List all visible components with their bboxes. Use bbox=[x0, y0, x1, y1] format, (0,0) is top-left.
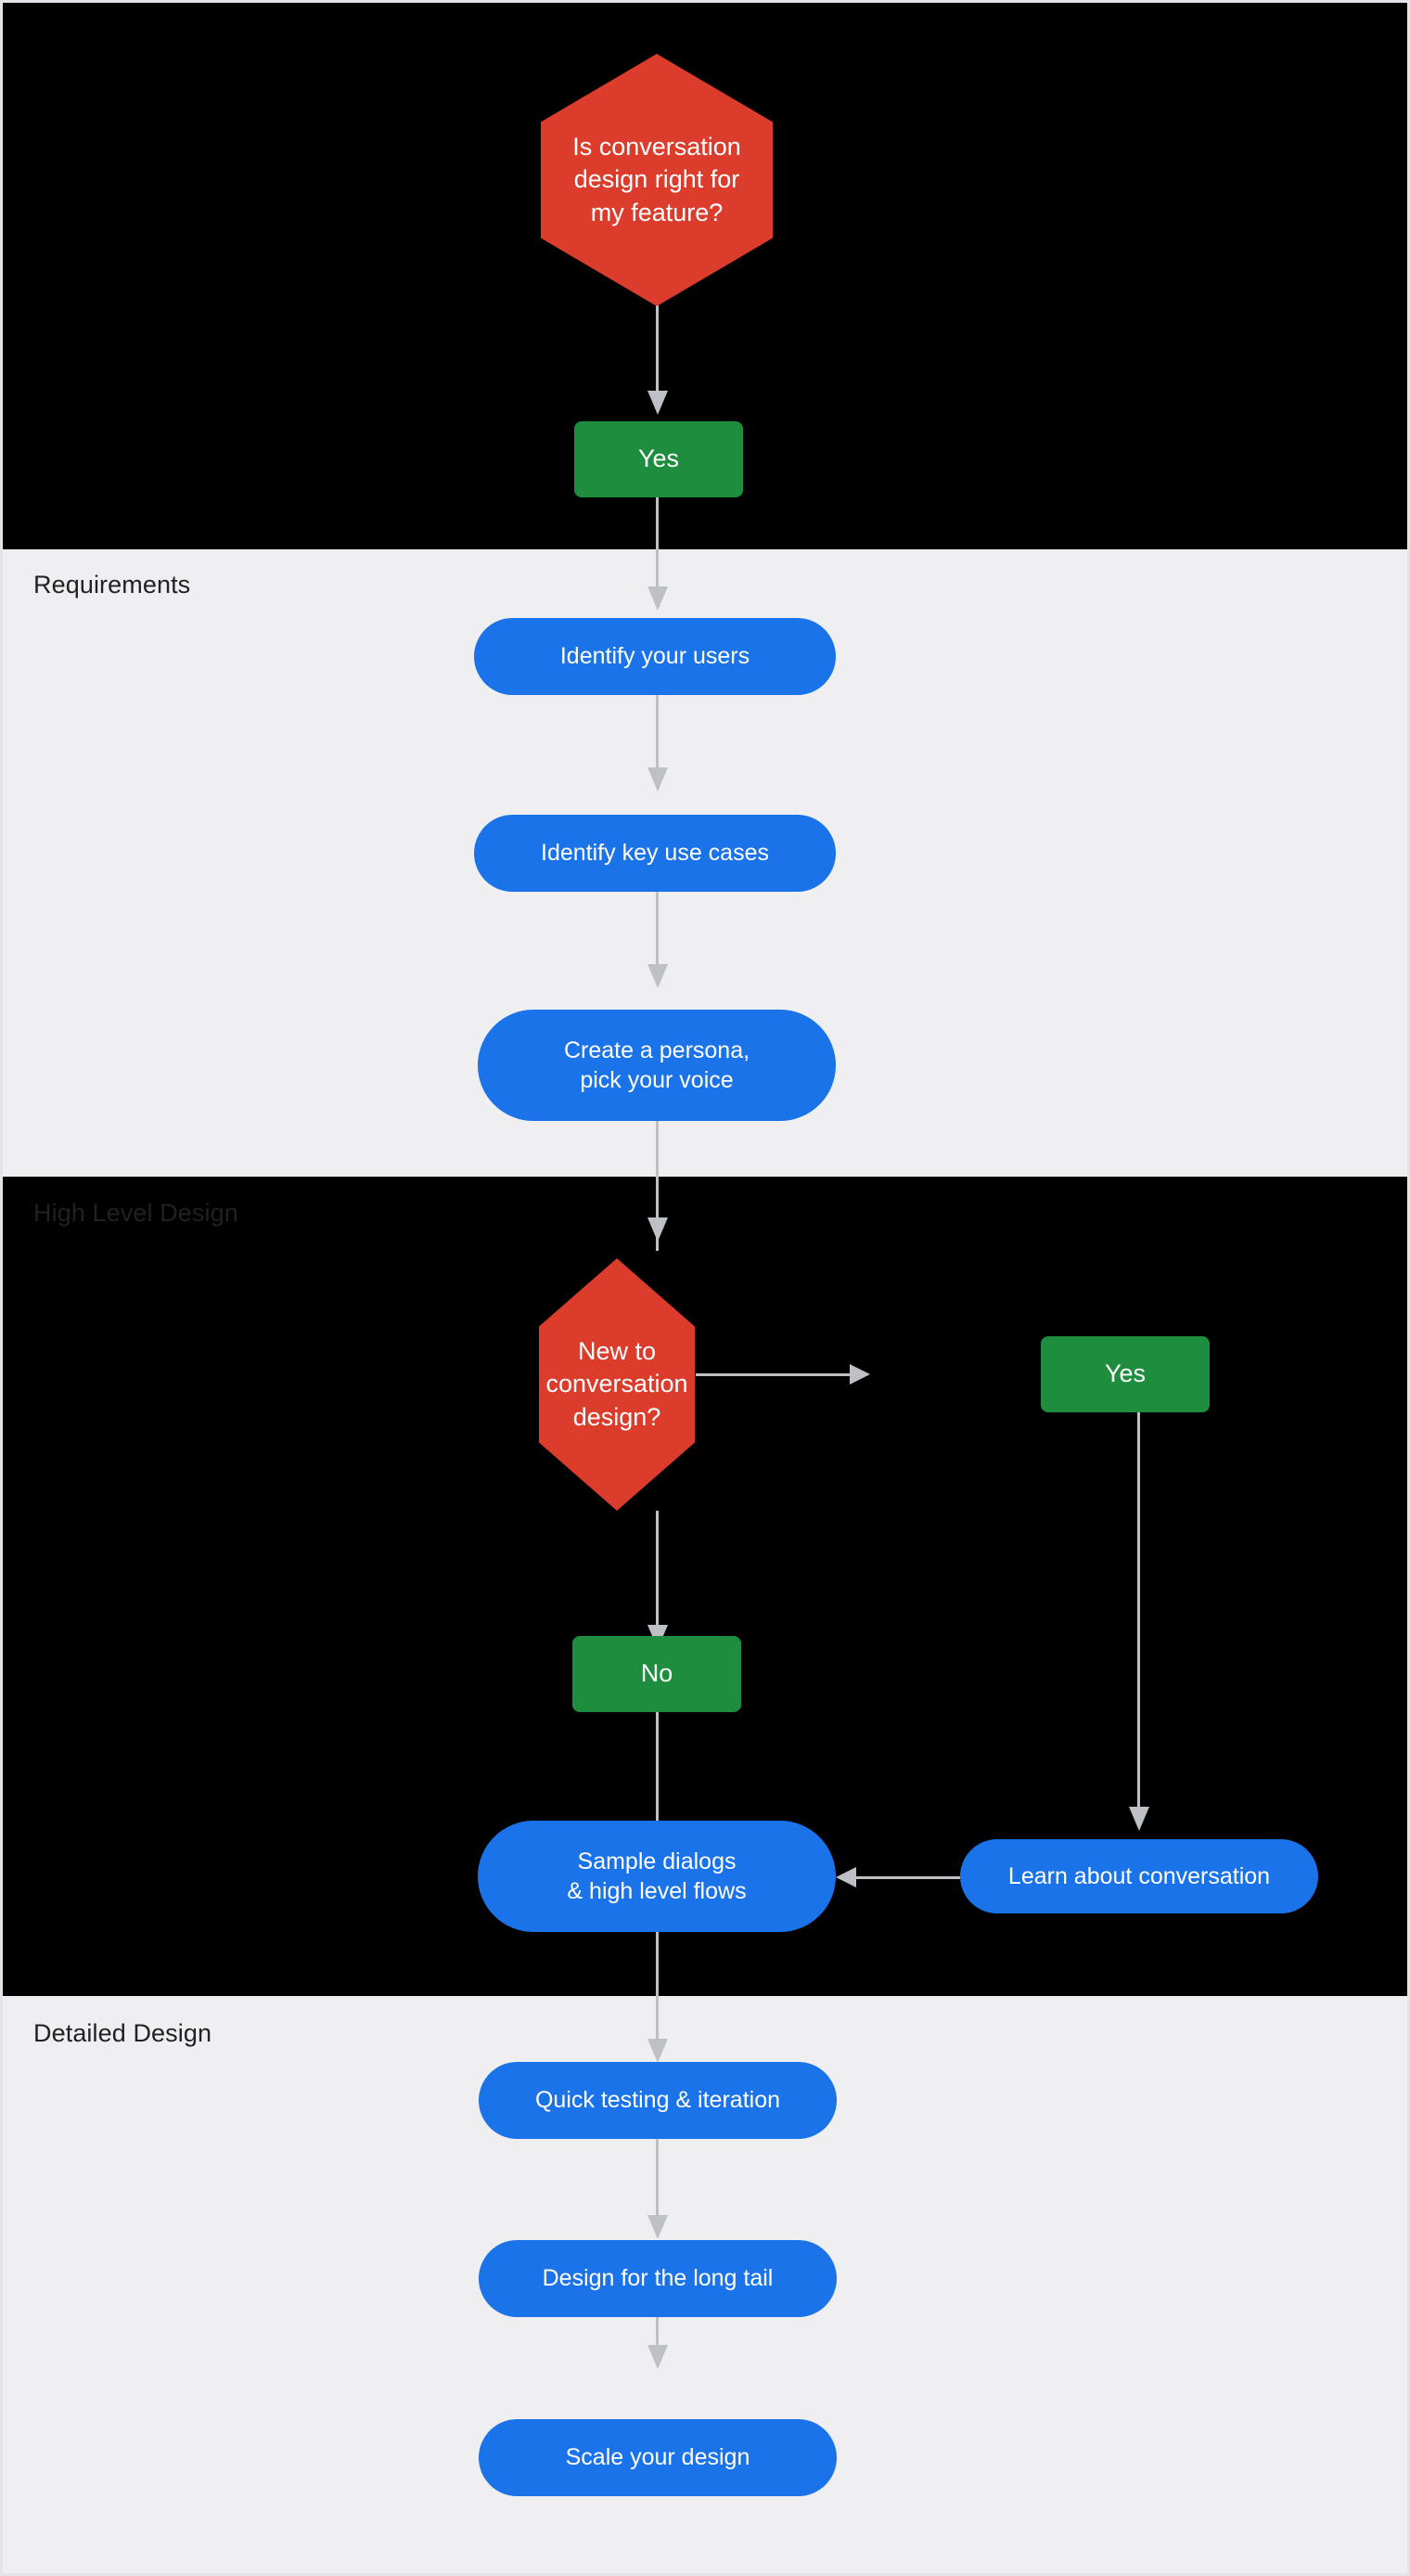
section-label-requirements: Requirements bbox=[33, 571, 191, 599]
arrowhead-step4-step6 bbox=[647, 2039, 668, 2063]
arrowhead-step1-step2 bbox=[647, 767, 668, 792]
arrowhead-decision1-answer1 bbox=[647, 391, 668, 415]
step-node-learn-about-conversation[interactable]: Learn about conversation bbox=[960, 1839, 1318, 1913]
step-node-label: Scale your design bbox=[565, 2444, 750, 2471]
connector-decision1-answer1 bbox=[656, 304, 659, 397]
decision-node-line-1: Is conversation bbox=[572, 133, 741, 161]
section-label-detailed-design: Detailed Design bbox=[33, 2019, 212, 2047]
answer-node-label: No bbox=[640, 1659, 673, 1688]
step-node-create-a-persona-pick-your-voice[interactable]: Create a persona, pick your voice bbox=[478, 1010, 836, 1121]
arrowhead-step5-step4 bbox=[836, 1867, 856, 1887]
connector-step6-step7 bbox=[656, 2139, 659, 2232]
step-node-line-1: Sample dialogs bbox=[577, 1848, 737, 1874]
decision-node-line-3: design? bbox=[572, 1402, 661, 1431]
step-node-identify-key-use-cases[interactable]: Identify key use cases bbox=[474, 815, 836, 892]
arrowhead-decision2-answer2 bbox=[850, 1364, 870, 1385]
decision-node-line-2: conversation bbox=[545, 1370, 688, 1398]
connector-step5-step4 bbox=[854, 1876, 960, 1879]
step-node-quick-testing-iteration[interactable]: Quick testing & iteration bbox=[479, 2062, 837, 2139]
arrowhead-answer1-step1 bbox=[647, 586, 668, 611]
step-node-label: Identify your users bbox=[559, 643, 750, 670]
answer-node-yes-2[interactable]: Yes bbox=[1041, 1336, 1210, 1412]
step-node-identify-your-users[interactable]: Identify your users bbox=[474, 618, 836, 695]
step-node-label: Learn about conversation bbox=[1007, 1862, 1271, 1889]
arrowhead-step2-step3 bbox=[647, 964, 668, 988]
step-node-label: Identify key use cases bbox=[541, 840, 769, 867]
connector-decision2-answer2 bbox=[696, 1373, 855, 1376]
section-label-high-level-design: High Level Design bbox=[33, 1199, 238, 1227]
step-node-sample-dialogs-high-level-flows[interactable]: Sample dialogs & high level flows bbox=[478, 1821, 836, 1932]
connector-decision2-answer3 bbox=[656, 1511, 659, 1631]
connector-step3-decision2 bbox=[656, 1121, 659, 1251]
decision-node-line-3: my feature? bbox=[590, 198, 724, 226]
connector-answer1-step1 bbox=[656, 497, 659, 594]
connector-step4-step6 bbox=[656, 1932, 659, 2056]
connector-answer3-step4 bbox=[656, 1712, 659, 1829]
arrowhead-step3-decision2 bbox=[647, 1217, 668, 1242]
decision-node-line-1: New to bbox=[577, 1337, 657, 1366]
step-node-line-2: pick your voice bbox=[580, 1067, 734, 1093]
answer-node-label: Yes bbox=[1104, 1359, 1147, 1388]
connector-step1-step2 bbox=[656, 695, 659, 780]
step-node-line-1: Create a persona, bbox=[563, 1037, 750, 1063]
step-node-scale-your-design[interactable]: Scale your design bbox=[479, 2419, 837, 2496]
step-node-label: Quick testing & iteration bbox=[534, 2087, 780, 2114]
connector-step2-step3 bbox=[656, 892, 659, 977]
step-node-design-for-the-long-tail[interactable]: Design for the long tail bbox=[479, 2240, 837, 2317]
answer-node-label: Yes bbox=[637, 444, 680, 473]
connector-answer2-step5 bbox=[1137, 1412, 1140, 1811]
arrowhead-step7-step8 bbox=[647, 2345, 668, 2369]
arrowhead-answer2-step5 bbox=[1129, 1807, 1149, 1831]
decision-node-line-2: design right for bbox=[573, 165, 740, 194]
arrowhead-step6-step7 bbox=[647, 2215, 668, 2239]
step-node-label: Design for the long tail bbox=[542, 2265, 774, 2292]
answer-node-no[interactable]: No bbox=[572, 1636, 741, 1712]
answer-node-yes-1[interactable]: Yes bbox=[574, 421, 743, 497]
step-node-line-2: & high level flows bbox=[567, 1878, 747, 1904]
